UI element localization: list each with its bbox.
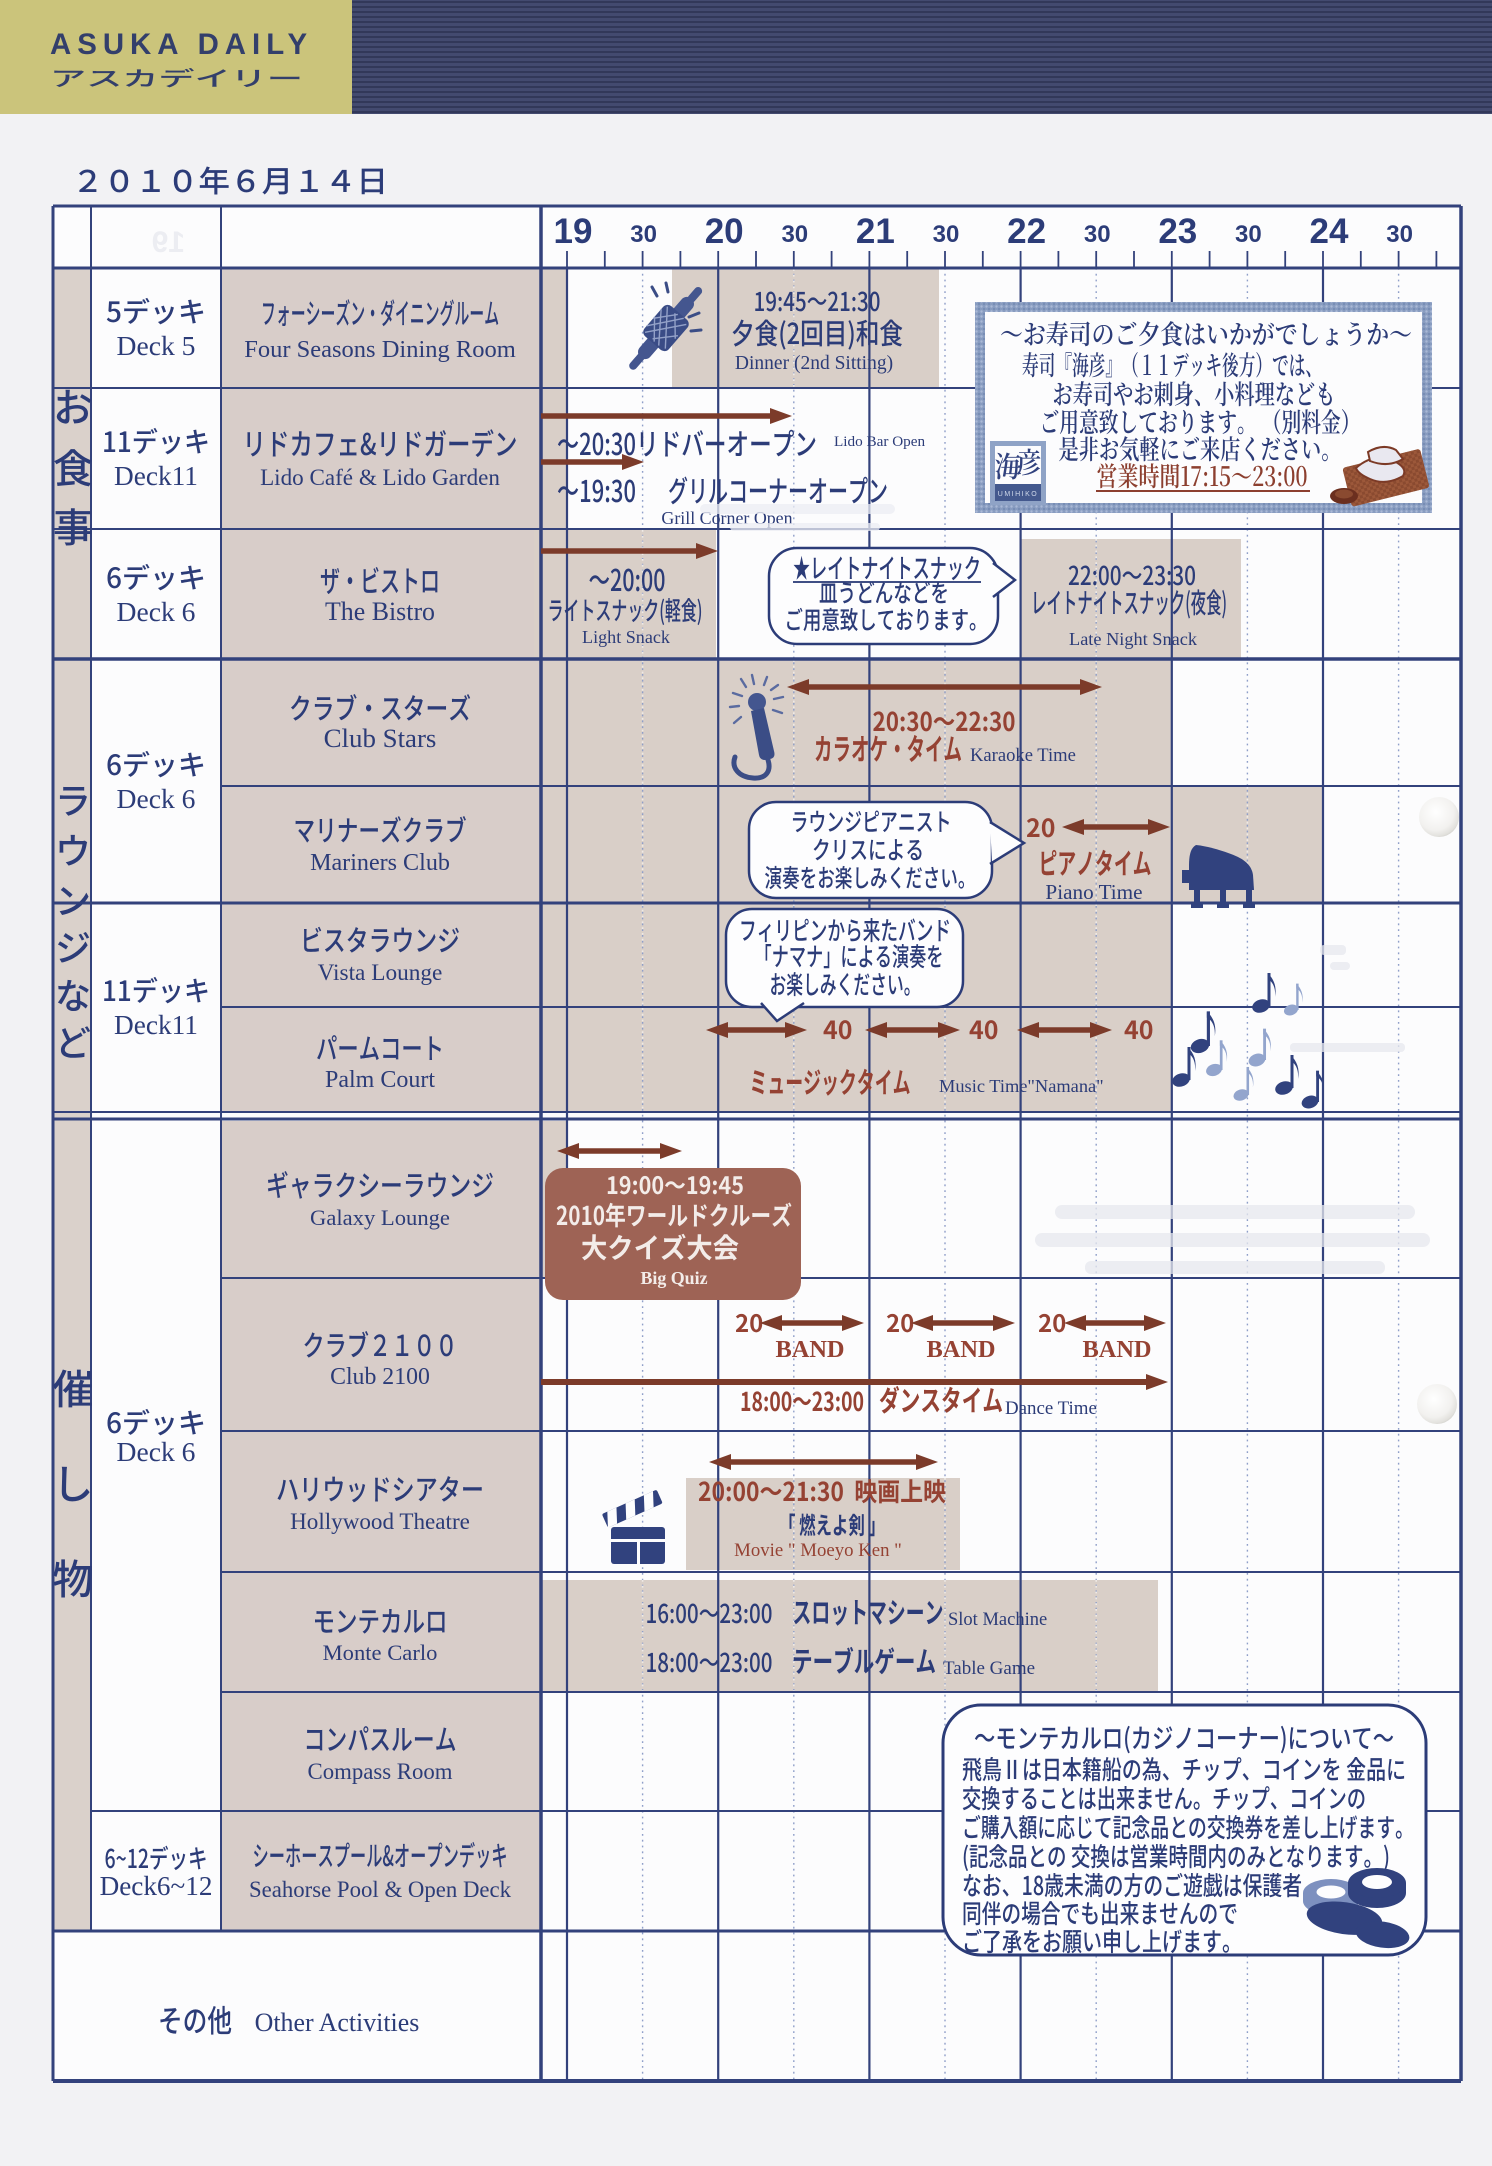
svg-text:Deck6~12: Deck6~12 bbox=[100, 1871, 213, 1901]
svg-text:30: 30 bbox=[1386, 221, 1413, 248]
svg-text:21: 21 bbox=[856, 212, 895, 251]
svg-text:23: 23 bbox=[1158, 212, 1197, 251]
svg-text:20: 20 bbox=[705, 212, 744, 251]
svg-text:Deck 6: Deck 6 bbox=[117, 596, 196, 627]
svg-text:BAND: BAND bbox=[775, 1336, 844, 1363]
svg-text:Dance Time: Dance Time bbox=[1005, 1398, 1097, 1419]
svg-text:Deck 6: Deck 6 bbox=[117, 1436, 196, 1467]
svg-text:24: 24 bbox=[1310, 212, 1349, 251]
svg-text:30: 30 bbox=[933, 221, 960, 248]
svg-text:Other Activities: Other Activities bbox=[255, 2008, 420, 2037]
svg-text:The Bistro: The Bistro bbox=[325, 597, 435, 626]
svg-text:22: 22 bbox=[1007, 212, 1046, 251]
svg-text:Monte Carlo: Monte Carlo bbox=[323, 1640, 438, 1665]
svg-text:Table Game: Table Game bbox=[943, 1658, 1035, 1679]
svg-text:UMIHIKO: UMIHIKO bbox=[998, 491, 1038, 498]
svg-text:Lido Café & Lido Garden: Lido Café & Lido Garden bbox=[260, 464, 500, 490]
svg-text:Deck11: Deck11 bbox=[114, 1010, 198, 1040]
svg-text:Big Quiz: Big Quiz bbox=[640, 1268, 707, 1288]
svg-text:19: 19 bbox=[152, 226, 185, 259]
svg-text:Slot Machine: Slot Machine bbox=[948, 1610, 1047, 1630]
svg-text:30: 30 bbox=[1235, 221, 1262, 248]
svg-text:Late Night Snack: Late Night Snack bbox=[1069, 629, 1198, 649]
svg-text:Karaoke Time: Karaoke Time bbox=[970, 745, 1076, 766]
svg-text:Hollywood Theatre: Hollywood Theatre bbox=[290, 1508, 470, 1534]
svg-text:Club 2100: Club 2100 bbox=[330, 1364, 430, 1390]
svg-text:Movie " Moeyo Ken ": Movie " Moeyo Ken " bbox=[734, 1540, 902, 1561]
svg-text:BAND: BAND bbox=[926, 1336, 995, 1363]
svg-text:30: 30 bbox=[630, 221, 657, 248]
svg-text:Compass Room: Compass Room bbox=[307, 1759, 452, 1784]
svg-text:ASUKA DAILY: ASUKA DAILY bbox=[50, 28, 313, 61]
svg-text:Lido Bar Open: Lido Bar Open bbox=[834, 433, 926, 450]
svg-text:Club Stars: Club Stars bbox=[324, 723, 437, 753]
svg-text:Palm Court: Palm Court bbox=[325, 1067, 435, 1093]
svg-text:Deck 5: Deck 5 bbox=[117, 330, 196, 361]
svg-text:30: 30 bbox=[781, 221, 808, 248]
svg-text:Seahorse Pool & Open Deck: Seahorse Pool & Open Deck bbox=[249, 1877, 512, 1902]
svg-text:BAND: BAND bbox=[1082, 1336, 1151, 1363]
svg-text:Light Snack: Light Snack bbox=[582, 627, 671, 647]
svg-text:Vista Lounge: Vista Lounge bbox=[318, 960, 443, 986]
svg-text:Mariners Club: Mariners Club bbox=[310, 850, 450, 876]
svg-text:Galaxy Lounge: Galaxy Lounge bbox=[310, 1205, 450, 1230]
svg-text:Deck11: Deck11 bbox=[114, 461, 198, 491]
svg-text:Dinner (2nd Sitting): Dinner (2nd Sitting) bbox=[735, 353, 893, 374]
svg-text:Four Seasons Dining Room: Four Seasons Dining Room bbox=[244, 336, 516, 363]
svg-text:19: 19 bbox=[554, 212, 593, 251]
svg-text:30: 30 bbox=[1084, 221, 1111, 248]
svg-text:Deck 6: Deck 6 bbox=[117, 783, 196, 814]
svg-text:Music Time"Namana": Music Time"Namana" bbox=[939, 1076, 1104, 1096]
svg-text:Piano Time: Piano Time bbox=[1045, 880, 1142, 904]
